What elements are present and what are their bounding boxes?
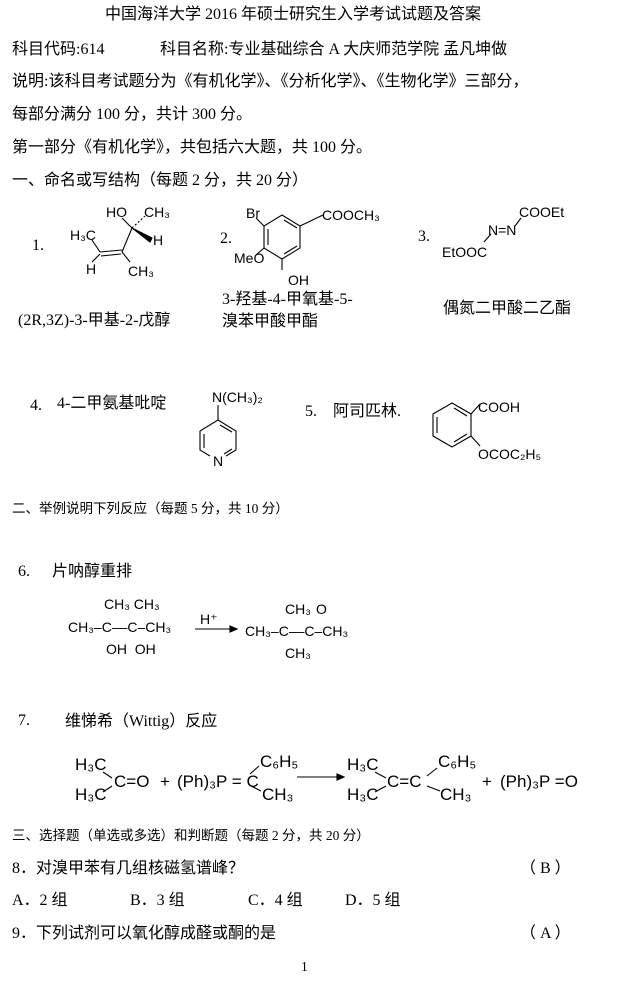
- q3-answer: 偶氮二甲酸二乙酯: [443, 300, 572, 317]
- label: CH₃: [285, 645, 311, 661]
- label: C₆H₅: [260, 752, 298, 771]
- q4-number: 4.: [30, 397, 42, 414]
- label: N(CH₃)₂: [212, 389, 263, 405]
- q5-number: 5.: [305, 403, 317, 420]
- page-number: 1: [301, 959, 308, 974]
- q4-name: 4-二甲氨基吡啶: [57, 395, 167, 412]
- q8-answer: （ B ）: [520, 860, 571, 877]
- label: (Ph)₃P =O: [500, 772, 578, 791]
- q8-text: 8．对溴甲苯有几组核磁氢谱峰？: [12, 860, 245, 877]
- q6-number: 6.: [18, 563, 30, 580]
- label: N: [213, 453, 223, 469]
- page-title: 中国海洋大学 2016 年硕士研究生入学考试试题及答案: [105, 6, 482, 23]
- q7-title: 维悌希（Wittig）反应: [65, 713, 218, 730]
- section3-heading: 三、选择题（单选或多选）和判断题（每题 2 分，共 20 分）: [12, 828, 370, 843]
- label: Br: [246, 205, 260, 221]
- label: COOEt: [519, 204, 564, 220]
- label: COOCH₃: [322, 207, 380, 223]
- pinacol-rearrangement: CH₃ CH₃ CH₃–C––C–CH₃ OH OH H⁺ CH₃ O CH₃–…: [68, 596, 348, 661]
- q8-option-b: B．3 组: [130, 892, 185, 909]
- subject-name: 科目名称:专业基础综合 A 大庆师范学院 孟凡坤做: [160, 41, 508, 58]
- label: H₃C: [75, 785, 106, 804]
- structure-1: HO CH₃ H₃C H H CH₃: [70, 204, 170, 279]
- q8-option-d: D．5 组: [345, 892, 401, 909]
- label: +: [482, 772, 492, 791]
- label: C=C: [387, 772, 421, 791]
- label: OH: [288, 272, 309, 288]
- label: C=O: [114, 772, 149, 791]
- label: +: [160, 772, 170, 791]
- label: H₃C: [347, 755, 378, 774]
- intro-line-2: 每部分满分 100 分，共计 300 分。: [12, 106, 253, 123]
- q2-number: 2.: [220, 230, 232, 247]
- label: H₃C: [347, 785, 378, 804]
- structure-3: COOEt N=N EtOOC: [442, 204, 564, 260]
- label: HO: [106, 204, 127, 220]
- q2-answer-line1: 3-羟基-4-甲氧基-5-: [222, 291, 353, 308]
- label: H₃C: [75, 755, 106, 774]
- label: OCOC₂H₅: [478, 446, 541, 462]
- label: COOH: [478, 399, 520, 415]
- label: (Ph)₃P = C: [177, 772, 259, 791]
- label: H: [153, 232, 163, 248]
- q8-option-a: A．2 组: [12, 892, 68, 909]
- wittig-reaction: H₃C H₃C C=O + (Ph)₃P = C C₆H₅ CH₃ H₃C H₃…: [75, 752, 578, 804]
- q9-answer: （ A ）: [520, 925, 571, 942]
- label: MeO: [234, 250, 264, 266]
- label: CH₃–C––C–CH₃: [68, 619, 171, 635]
- intro-line-1: 说明:该科目考试题分为《有机化学》、《分析化学》、《生物化学》三部分，: [12, 73, 529, 90]
- q1-number: 1.: [32, 237, 44, 254]
- label: CH₃: [128, 263, 154, 279]
- label: C₆H₅: [438, 752, 476, 771]
- q7-number: 7.: [18, 712, 30, 729]
- label: CH₃ CH₃: [104, 596, 160, 612]
- label: CH₃: [440, 785, 471, 804]
- label: EtOOC: [442, 244, 487, 260]
- label: H: [86, 261, 96, 277]
- label: CH₃: [144, 204, 170, 220]
- reagent-label: H⁺: [200, 611, 218, 627]
- label: O: [316, 601, 327, 617]
- label: N=N: [488, 222, 516, 238]
- label: CH₃–C––C–CH₃: [245, 623, 348, 639]
- section1-heading: 一、命名或写结构（每题 2 分，共 20 分）: [12, 172, 309, 189]
- structure-2: Br COOCH₃ MeO OH: [234, 205, 380, 288]
- structure-5: COOH OCOC₂H₅: [432, 399, 541, 462]
- subject-code: 科目代码:614: [12, 41, 105, 58]
- q9-text: 9．下列试剂可以氧化醇成醛或酮的是: [12, 925, 277, 942]
- part1-heading: 第一部分《有机化学》，共包括六大题，共 100 分。: [12, 139, 373, 156]
- label: H₃C: [70, 227, 96, 243]
- label: OH OH: [106, 641, 156, 657]
- section2-heading: 二、举例说明下列反应（每题 5 分，共 10 分）: [12, 501, 289, 516]
- q3-number: 3.: [418, 228, 430, 245]
- q6-title: 片呐醇重排: [52, 563, 133, 580]
- q5-name: 阿司匹林.: [333, 403, 402, 420]
- q8-option-c: C．4 组: [248, 892, 303, 909]
- q2-answer-line2: 溴苯甲酸甲酯: [222, 313, 319, 330]
- structure-4: N(CH₃)₂ N: [199, 389, 263, 469]
- label: CH₃: [285, 601, 311, 617]
- q1-answer: (2R,3Z)-3-甲基-2-戊醇: [18, 312, 171, 329]
- label: CH₃: [262, 785, 293, 804]
